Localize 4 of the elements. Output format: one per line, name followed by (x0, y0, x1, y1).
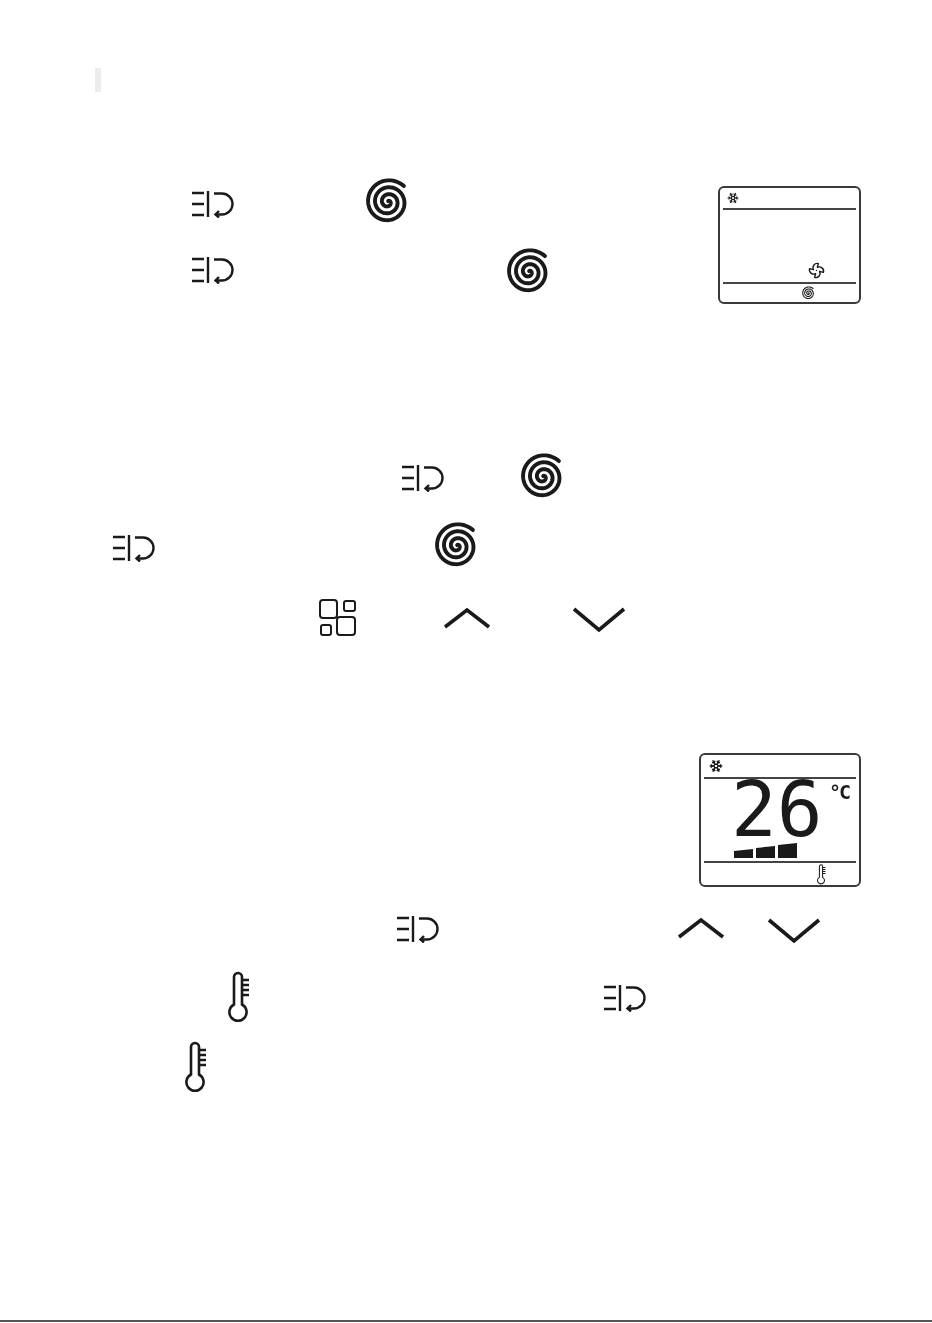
temperature-readout: 26 (731, 781, 823, 839)
lcd-display (718, 186, 861, 304)
unit-label: °C (829, 782, 850, 802)
lcd-display (699, 753, 861, 887)
